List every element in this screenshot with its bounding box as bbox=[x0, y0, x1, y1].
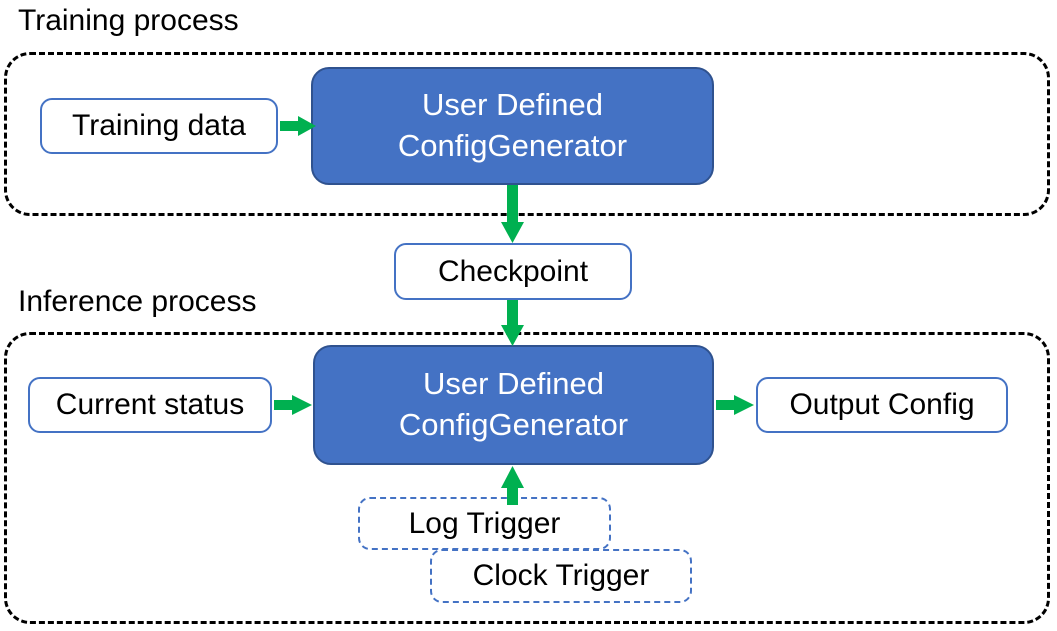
node-inference-user-defined-configgenerator[interactable]: User Defined ConfigGenerator bbox=[313, 345, 714, 465]
node-current-status[interactable]: Current status bbox=[28, 377, 272, 433]
node-log-trigger[interactable]: Log Trigger bbox=[358, 497, 611, 550]
training-process-title: Training process bbox=[18, 4, 239, 37]
node-label-line2: ConfigGenerator bbox=[398, 407, 629, 442]
training-process-group bbox=[4, 52, 1050, 216]
node-training-user-defined-configgenerator[interactable]: User Defined ConfigGenerator bbox=[311, 67, 714, 185]
node-label-line1: User Defined bbox=[423, 366, 604, 402]
inference-process-group bbox=[4, 332, 1050, 624]
node-training-data[interactable]: Training data bbox=[40, 98, 278, 154]
node-label-line1: User Defined bbox=[422, 87, 603, 123]
node-clock-trigger[interactable]: Clock Trigger bbox=[430, 549, 692, 603]
inference-process-title: Inference process bbox=[18, 285, 257, 318]
node-output-config[interactable]: Output Config bbox=[756, 377, 1008, 433]
node-label-line2: ConfigGenerator bbox=[397, 128, 628, 163]
node-checkpoint[interactable]: Checkpoint bbox=[394, 243, 632, 300]
